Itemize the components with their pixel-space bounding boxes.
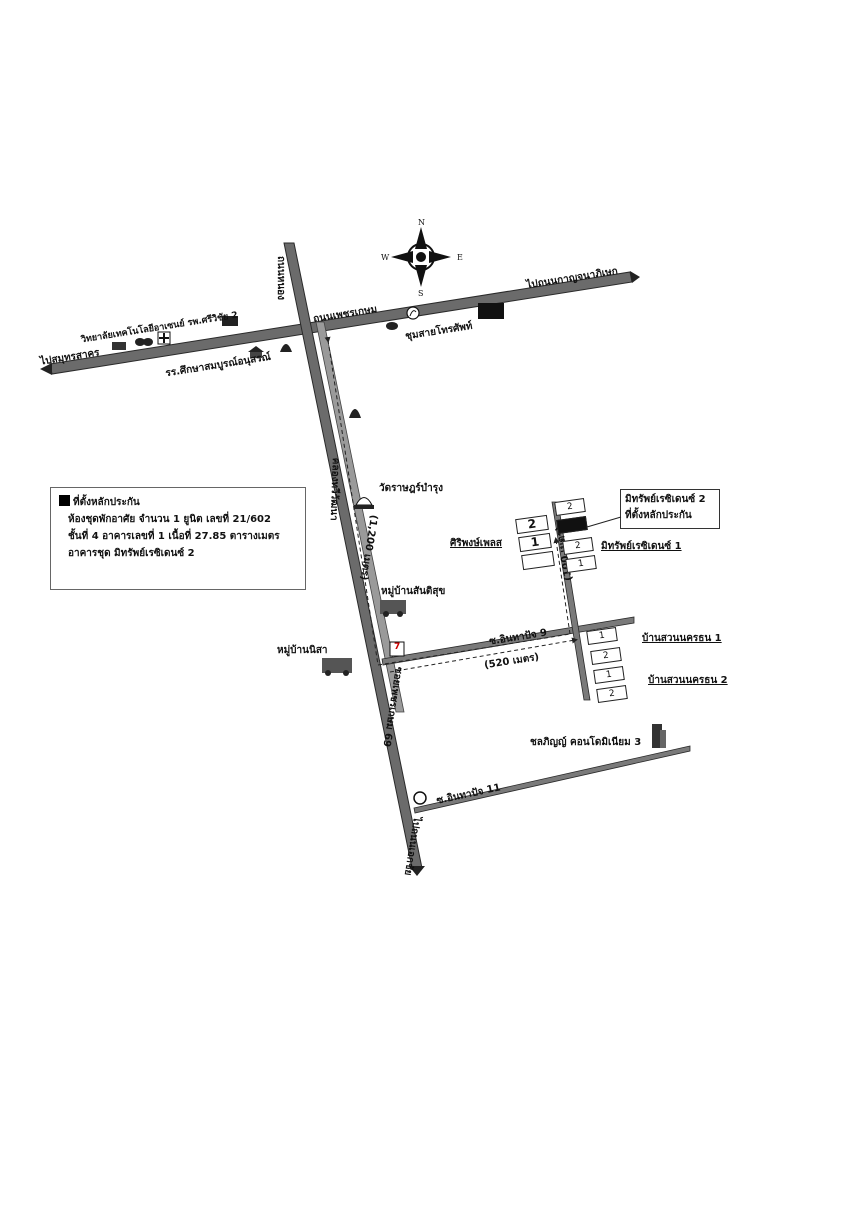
temple-icon	[354, 497, 374, 509]
label-condo: ชลภิญญ์ คอนโดมิเนียม 3	[530, 737, 642, 748]
label-siriphong: ศิริพงษ์เพลส	[450, 538, 503, 549]
compass-west: W	[381, 253, 390, 262]
temple-spire-icon	[349, 409, 361, 418]
compass-north: N	[418, 218, 425, 227]
village-santisuk-icon	[380, 600, 406, 617]
label-village-santisuk: หมู่บ้านสันติสุข	[381, 586, 446, 597]
label-suan-nakhon-1: บ้านสวนนครธน 1	[642, 633, 722, 644]
college-icon	[112, 338, 153, 350]
legend-line-3: อาคารชุด มิทรัพย์เรซิเดนซ์ 2	[68, 548, 195, 559]
legend-line-1: ห้องชุดพักอาศัย จำนวน 1 ยูนิต เลขที่ 21/…	[68, 514, 271, 525]
soi-inthapa-9-road	[381, 616, 635, 666]
phetkasem-road	[40, 271, 640, 375]
legend-title-row: ที่ตั้งหลักประกัน	[59, 494, 297, 511]
label-seven-eleven: 7	[394, 642, 401, 652]
shop-icon	[222, 316, 238, 326]
post-icon	[386, 322, 398, 330]
stupa-icon	[280, 344, 292, 352]
target-pointer	[586, 516, 622, 528]
label-khlong: คลองทวีวัฒนา	[327, 457, 342, 521]
target-callout-name: มิทรัพย์เรซิเดนซ์ 2	[625, 494, 706, 505]
hospital-icon	[157, 331, 171, 345]
label-road-vertical-top: ถนนหนอง	[275, 256, 286, 301]
school-icon	[248, 346, 264, 358]
seven-eleven-icon	[389, 641, 405, 657]
telephone-icon	[406, 306, 420, 320]
target-callout: มิทรัพย์เรซิเดนซ์ 2 ที่ตั้งหลักประกัน	[620, 489, 720, 529]
khlong-road	[315, 321, 405, 713]
compass-south: S	[418, 289, 424, 298]
label-village-nisa: หมู่บ้านนิสา	[277, 645, 328, 656]
route-dashed	[324, 336, 578, 673]
village-nisa-icon	[322, 658, 352, 676]
target-callout-label: ที่ตั้งหลักประกัน	[625, 510, 692, 521]
condo-tower-icon	[652, 724, 666, 748]
legend-marker-icon	[59, 495, 70, 506]
landmark-circle-icon	[413, 791, 427, 805]
legend-box: ที่ตั้งหลักประกัน ห้องชุดพักอาศัย จำนวน …	[50, 487, 306, 590]
label-mitsap1: มิทรัพย์เรซิเดนซ์ 1	[601, 541, 682, 552]
telephone-building-icon	[478, 303, 504, 319]
legend-line-2: ชั้นที่ 4 อาคารเลขที่ 1 เนื้อที่ 27.85 ต…	[68, 531, 280, 542]
compass-east: E	[457, 253, 463, 262]
legend-title: ที่ตั้งหลักประกัน	[73, 497, 140, 508]
soi-inthapa-11-road	[413, 745, 691, 814]
label-suan-nakhon-2: บ้านสวนนครธน 2	[648, 675, 728, 686]
soi-69-road	[283, 242, 425, 876]
label-temple: วัดราษฎร์บำรุง	[379, 483, 443, 494]
compass-icon	[391, 227, 451, 287]
